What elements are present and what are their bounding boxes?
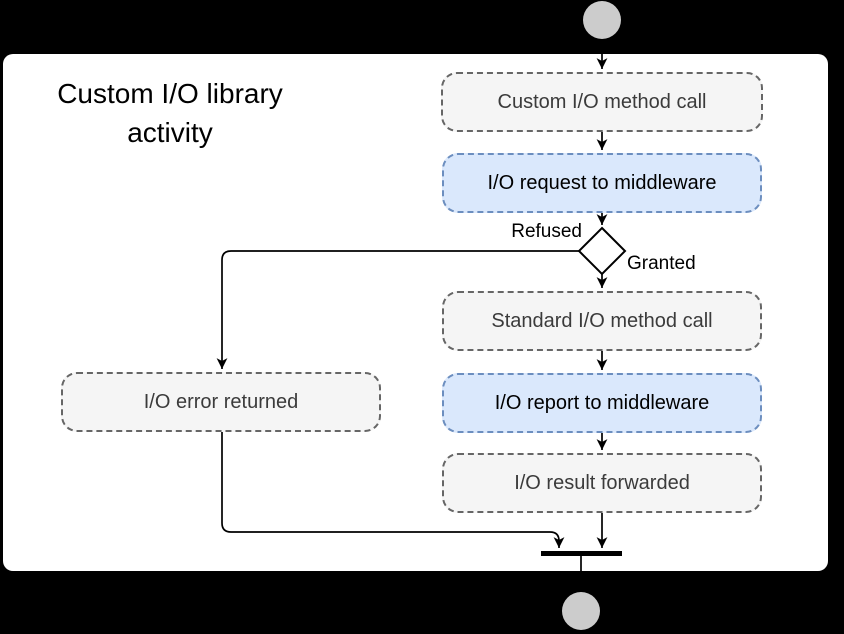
flow-edges xyxy=(216,39,608,593)
edge-label-refused: Refused xyxy=(511,221,582,242)
start-node-circle xyxy=(583,1,621,39)
node-io-result-forwarded: I/O result forwarded xyxy=(442,453,762,513)
node-custom-io-method-call: Custom I/O method call xyxy=(441,72,763,132)
end-node-circle xyxy=(562,592,600,630)
join-bar xyxy=(541,551,622,556)
decision-diamond xyxy=(577,226,627,276)
node-standard-io-method-call: Standard I/O method call xyxy=(442,291,762,351)
edge-error-to-join xyxy=(221,432,565,548)
diagram-title: Custom I/O library activity xyxy=(57,78,283,148)
node-io-report-to-middleware: I/O report to middleware xyxy=(442,373,762,433)
node-io-request-to-middleware: I/O request to middleware xyxy=(442,153,762,213)
edge-refused xyxy=(216,250,579,369)
edge-label-granted: Granted xyxy=(627,253,696,274)
node-io-error-returned: I/O error returned xyxy=(61,372,381,432)
